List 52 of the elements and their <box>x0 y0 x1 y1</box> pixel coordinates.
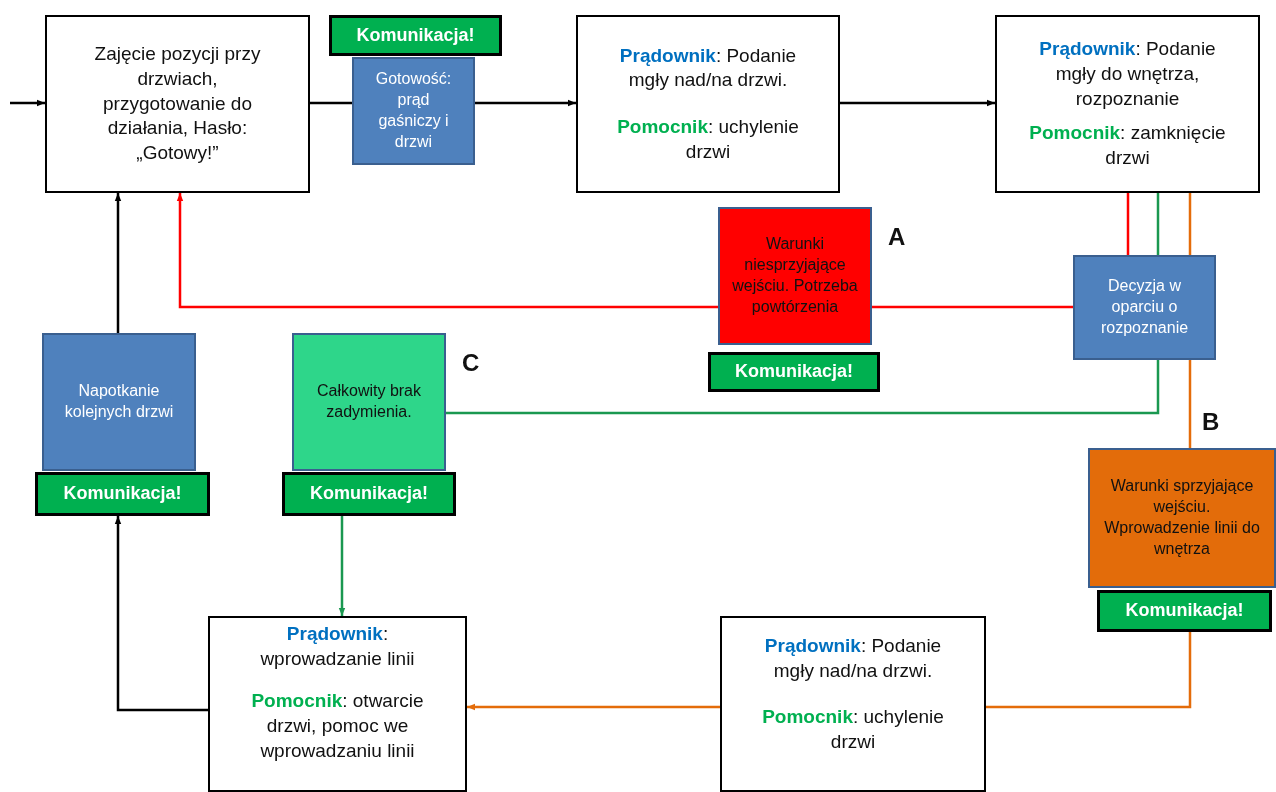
box-text: Prądownik: Podanie mgły nad/na drzwi. <box>763 634 943 683</box>
box-text: Pomocnik: otwarcie drzwi, pomoc we wprowadzaniu linii <box>250 689 425 763</box>
box-text: Komunikacja! <box>63 482 182 506</box>
box-text: Komunikacja! <box>735 360 853 384</box>
box-text: Komunikacja! <box>356 23 475 47</box>
box-text: Pomocnik: uchylenie drzwi <box>616 115 800 164</box>
box-text: Prądownik: Podanie mgły do wnętrza, rozpoznanie <box>1038 37 1217 111</box>
box-text: Komunikacja! <box>1125 599 1244 623</box>
arrow <box>114 516 208 712</box>
box-text: Prądownik: Podanie mgły nad/na drzwi. <box>618 43 798 93</box>
process-box <box>208 616 467 792</box>
info-box <box>352 57 475 165</box>
communication-tag <box>329 15 502 56</box>
connector-line <box>872 305 1073 309</box>
box-text: Warunki sprzyjające wejściu. Wprowadzenie linii do wnętrza <box>1103 476 1261 559</box>
communication-tag <box>708 352 880 392</box>
communication-tag <box>1097 590 1272 632</box>
communication-tag <box>35 472 210 516</box>
process-box <box>45 15 310 193</box>
arrow <box>176 193 718 309</box>
branch-letter: B <box>1202 407 1220 437</box>
connector-line <box>1188 360 1192 448</box>
box-text: Prądownik: wprowadzanie linii <box>259 622 416 671</box>
arrow <box>114 193 122 333</box>
box-text: Całkowity brak zadymienia. <box>316 381 422 422</box>
arrow <box>467 703 720 711</box>
process-box <box>995 15 1260 193</box>
box-text: Pomocnik: zamknięcie drzwi <box>1028 121 1227 171</box>
connector-line <box>986 632 1192 709</box>
box-text: Gotowość: prąd gaśniczy i drzwi <box>374 69 453 152</box>
box-text: Decyzja w oparciu o rozpoznanie <box>1099 276 1190 338</box>
box-text: Napotkanie kolejnych drzwi <box>63 381 175 422</box>
branch-letter: C <box>462 348 480 378</box>
box-text: Pomocnik: uchylenie drzwi <box>761 705 945 755</box>
arrow <box>10 99 45 107</box>
connector-line <box>1188 193 1192 255</box>
communication-tag <box>282 472 456 516</box>
process-box <box>576 15 840 193</box>
connector-line <box>1126 193 1130 255</box>
arrow <box>338 516 346 616</box>
connector-line <box>310 101 352 105</box>
process-box <box>720 616 986 792</box>
box-text: Warunki niesprzyjające wejściu. Potrzeba powtórzenia <box>732 234 858 317</box>
info-box <box>42 333 196 471</box>
connector-line <box>1156 193 1160 255</box>
branch-letter: A <box>888 222 906 252</box>
box-text: Komunikacja! <box>310 482 428 506</box>
box-text: Zajęcie pozycji przy drzwiach, przygotowanie do działania, Hasło: „Gotowy!” <box>93 42 262 166</box>
arrow <box>840 99 995 107</box>
arrow <box>475 99 576 107</box>
connector-line <box>446 360 1160 415</box>
info-box <box>1073 255 1216 360</box>
